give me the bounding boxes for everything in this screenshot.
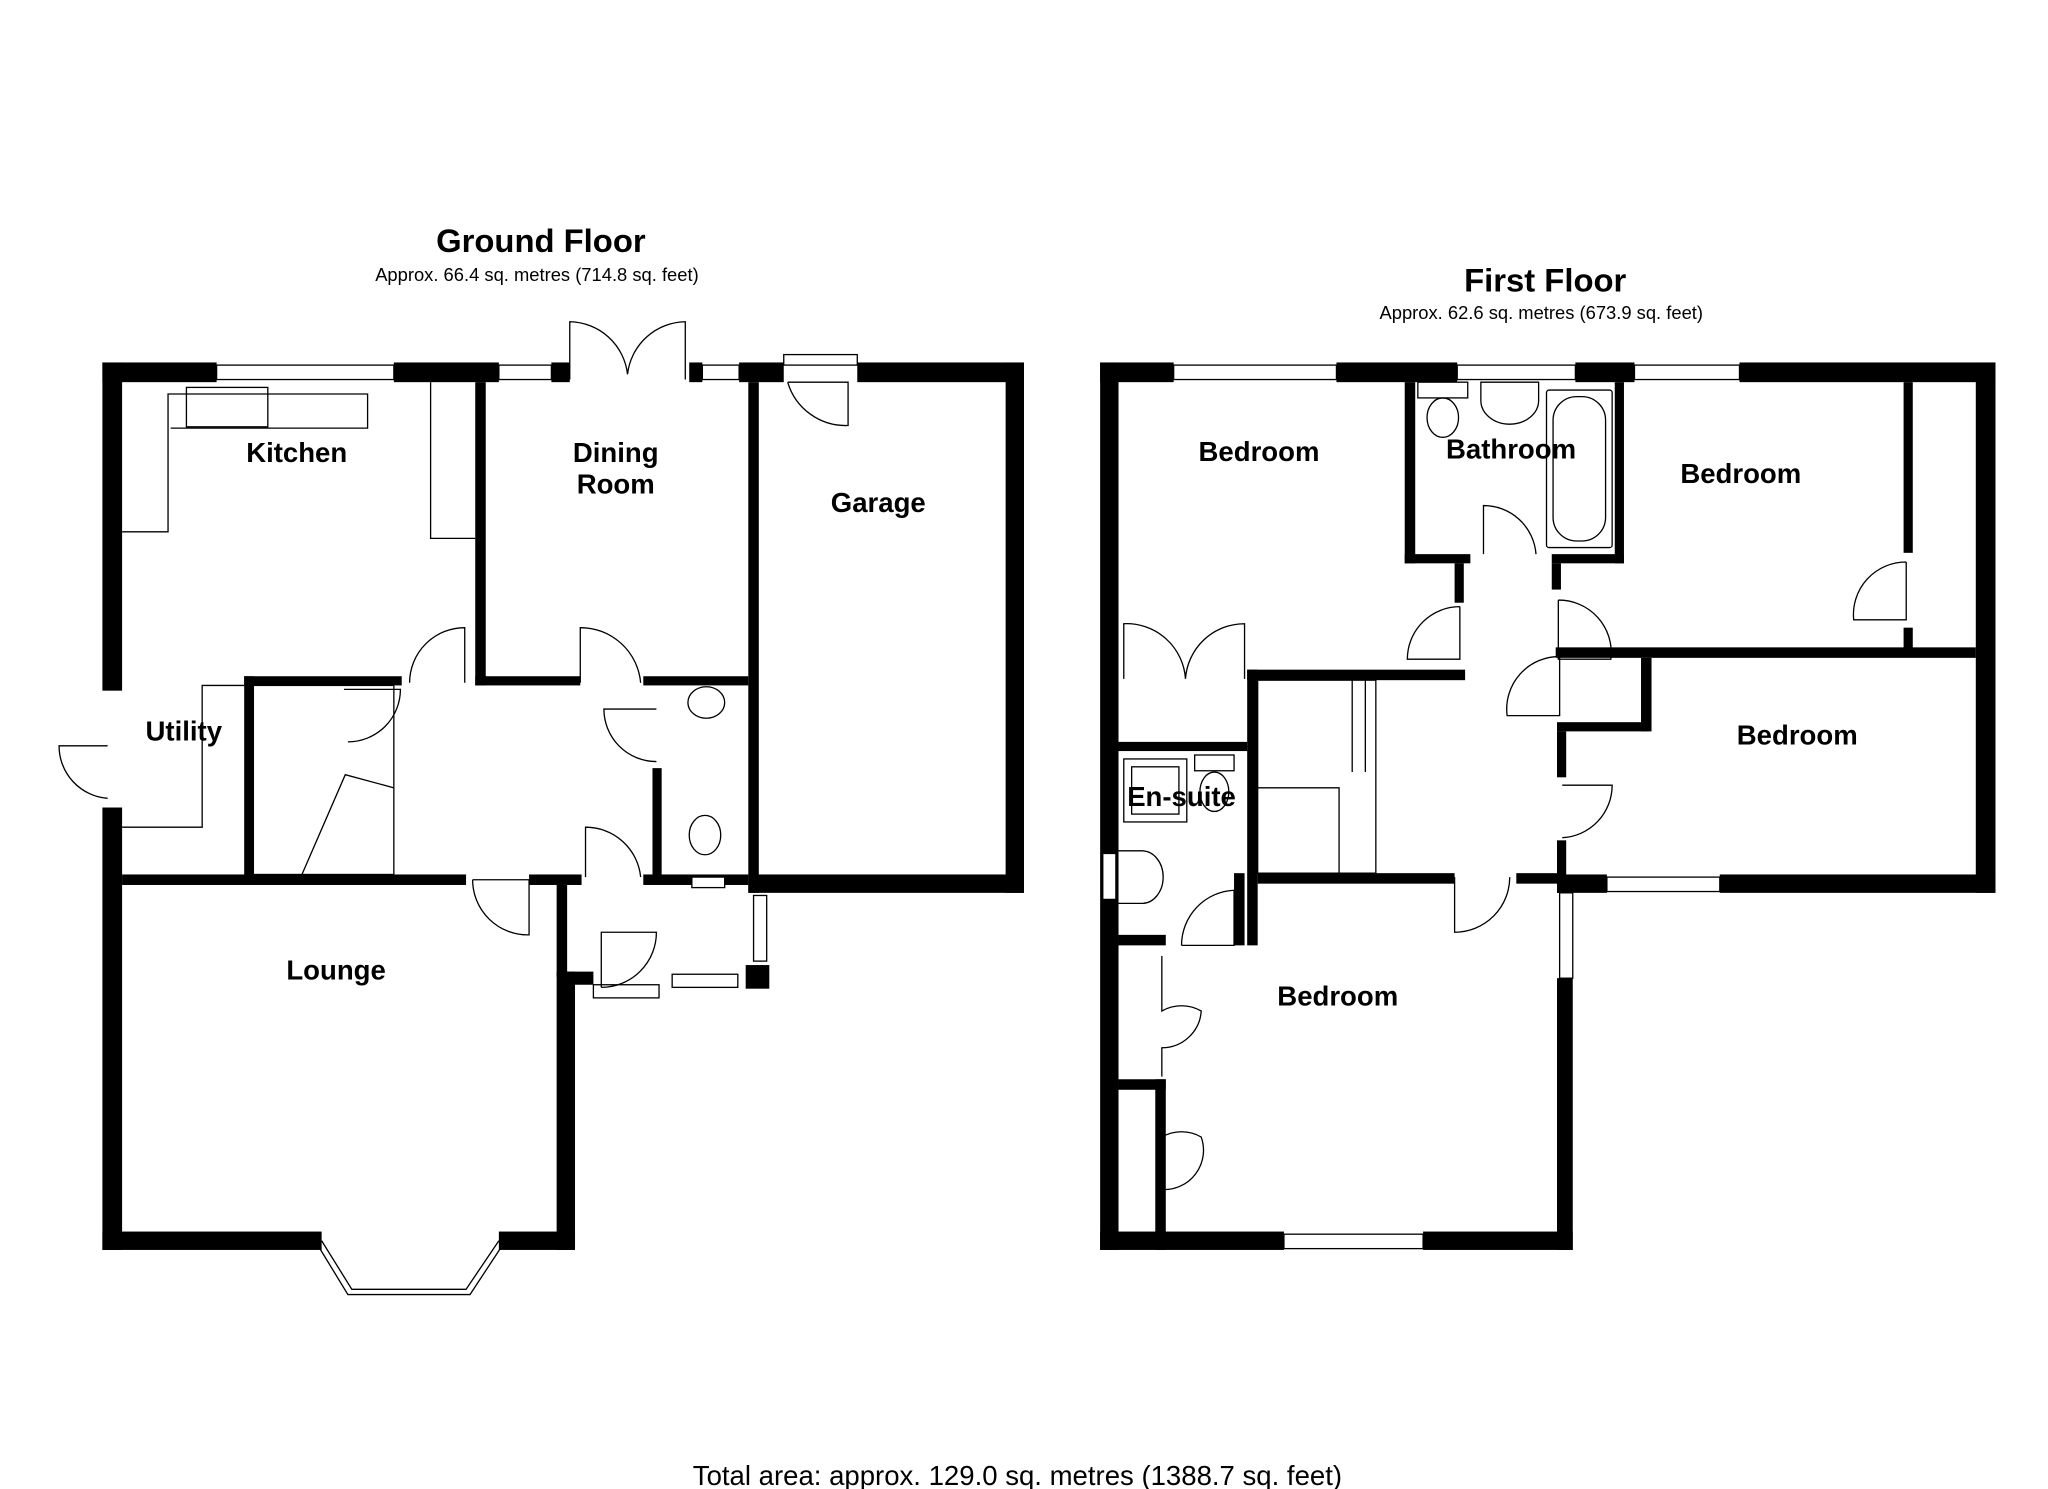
- ground-floor-fixtures: [58, 321, 858, 1296]
- room-label-garage: Garage: [831, 487, 926, 518]
- ground-floor-walls: [102, 362, 1024, 1250]
- first-floor-walls: [1100, 362, 1996, 1250]
- ground-floor-area: Approx. 66.4 sq. metres (714.8 sq. feet): [375, 264, 699, 285]
- room-label-lounge: Lounge: [286, 954, 385, 985]
- ground-floor-title: Ground Floor: [436, 222, 646, 259]
- total-area: Total area: approx. 129.0 sq. metres (13…: [693, 1460, 1342, 1489]
- room-label-bathroom: Bathroom: [1446, 433, 1576, 464]
- room-label-bedroom-4: Bedroom: [1277, 981, 1398, 1012]
- room-label-dining-line1: Dining: [573, 437, 659, 468]
- room-label-bedroom-3: Bedroom: [1737, 720, 1858, 751]
- room-label-bedroom-2: Bedroom: [1680, 458, 1801, 489]
- room-label-bedroom-1: Bedroom: [1199, 436, 1320, 467]
- first-floor-area: Approx. 62.6 sq. metres (673.9 sq. feet): [1380, 302, 1704, 323]
- first-floor-title: First Floor: [1464, 262, 1626, 299]
- room-label-en-suite: En-suite: [1127, 781, 1236, 812]
- room-label-dining-line2: Room: [577, 469, 655, 500]
- first-floor-fixtures: [1102, 364, 1907, 1250]
- room-label-kitchen: Kitchen: [246, 437, 347, 468]
- room-label-utility: Utility: [146, 716, 223, 747]
